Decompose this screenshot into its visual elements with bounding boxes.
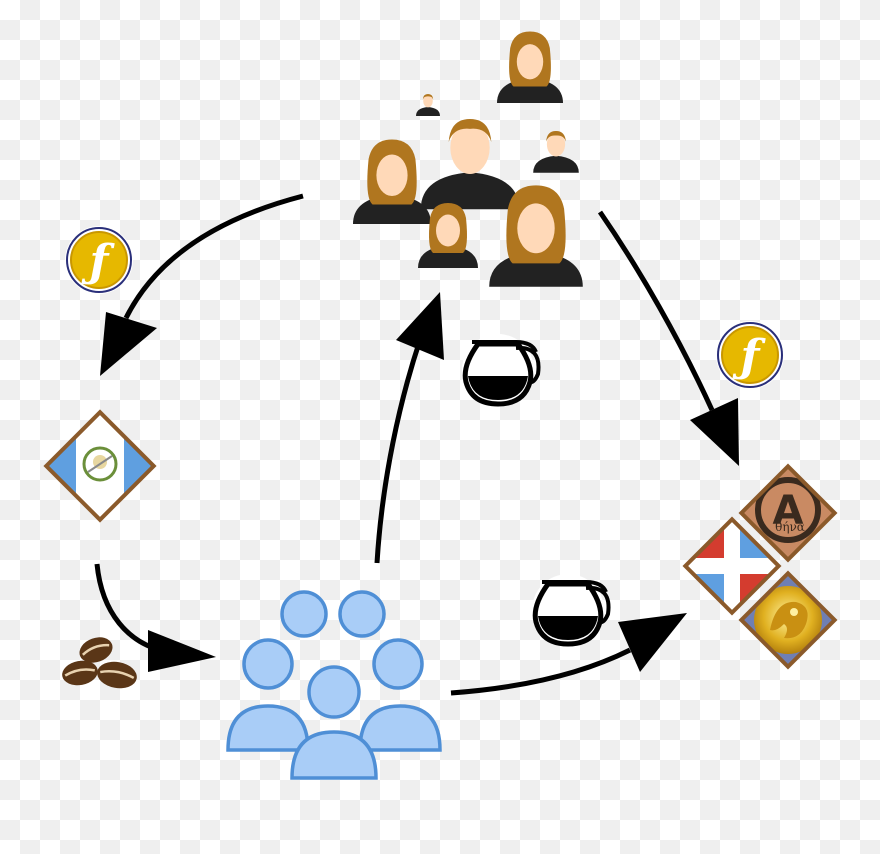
arrow-people-to-guatemala <box>100 193 304 376</box>
person-man <box>533 131 579 173</box>
coin-left: ƒ <box>65 226 133 294</box>
athena-text: θήνα <box>775 520 805 534</box>
person-man <box>420 119 520 210</box>
arrows <box>94 193 739 696</box>
gold-coin-diamond-icon <box>738 570 838 670</box>
person-man <box>416 94 440 116</box>
coffee-pot-icon <box>462 334 541 407</box>
person-woman <box>353 139 431 224</box>
coffee-pot-icon <box>532 574 611 647</box>
arrow-group-to-people <box>374 292 444 564</box>
person-woman <box>418 203 478 268</box>
community-group-icon <box>226 590 442 780</box>
arrow-people-to-flags <box>597 210 739 466</box>
coin-right: ƒ <box>716 321 784 389</box>
anarchy-letter: A <box>773 488 804 534</box>
arrow-group-to-flags <box>450 613 687 696</box>
person-woman <box>497 31 563 103</box>
business-people-icon <box>353 31 583 287</box>
guatemala-flag-diamond-icon <box>43 409 157 523</box>
person-woman <box>489 185 583 287</box>
arrow-guatemala-to-group <box>94 563 216 672</box>
anarchy-diamond-icon: A θήνα <box>738 463 838 563</box>
coffee-beans-icon <box>62 637 137 689</box>
